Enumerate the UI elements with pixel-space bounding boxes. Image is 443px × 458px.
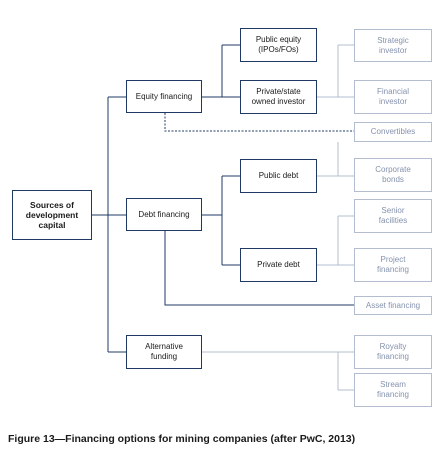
box-senior-facilities: Senior facilities — [354, 199, 432, 233]
box-public-equity: Public equity (IPOs/FOs) — [240, 28, 317, 62]
connector-private-state-to-investors — [317, 44, 354, 98]
figure-caption: Figure 13—Financing options for mining c… — [8, 433, 356, 445]
box-strategic-investor: Strategic investor — [354, 29, 432, 62]
box-convertibles: Convertibles — [354, 122, 432, 142]
box-stream-financing: Stream financing — [354, 373, 432, 407]
box-asset-financing: Asset financing — [354, 296, 432, 315]
box-private-state-investor: Private/state owned investor — [240, 80, 317, 114]
connector-equity-to-convertibles — [164, 113, 354, 132]
box-equity-financing: Equity financing — [126, 80, 202, 113]
connector-alternative-to-royalty-stream — [202, 351, 354, 391]
connector-equity-to-children — [202, 44, 240, 98]
box-project-financing: Project financing — [354, 248, 432, 282]
box-public-debt: Public debt — [240, 159, 317, 193]
box-alternative-funding: Alternative funding — [126, 335, 202, 369]
box-private-debt: Private debt — [240, 248, 317, 282]
box-financial-investor: Financial investor — [354, 80, 432, 114]
connector-debt-to-children — [202, 175, 240, 266]
connector-public-debt-to-bonds — [317, 142, 354, 177]
box-sources-of-capital: Sources of development capital — [12, 190, 92, 240]
connector-debt-to-asset — [164, 231, 354, 306]
connector-private-debt-to-facilities — [317, 215, 354, 266]
box-corporate-bonds: Corporate bonds — [354, 158, 432, 192]
connector-root-to-level1 — [92, 96, 126, 353]
box-royalty-financing: Royalty financing — [354, 335, 432, 369]
box-debt-financing: Debt financing — [126, 198, 202, 231]
